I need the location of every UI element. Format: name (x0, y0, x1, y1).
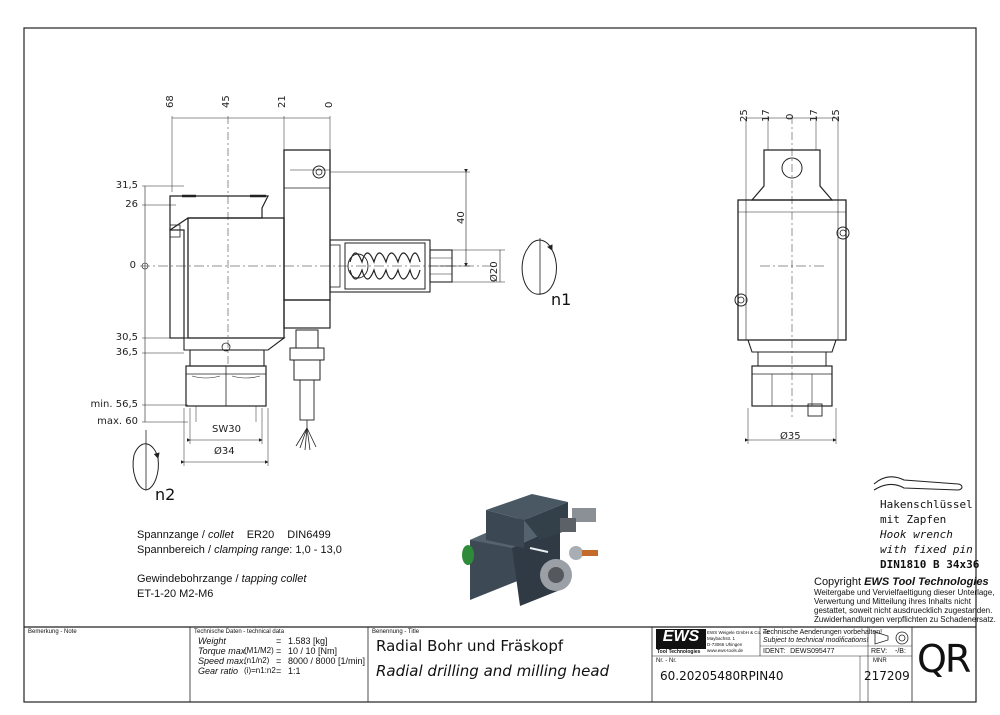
label-n1: n1 (551, 290, 572, 309)
copyright-l4: Zuwiderhandlungen verpflichten zu Schade… (814, 615, 996, 624)
dim-d20: Ø20 (489, 261, 500, 282)
tb-title-de: Radial Bohr und Fräskopf (376, 637, 564, 655)
tb-rev-label: REV: (871, 648, 888, 655)
copyright-l2: Verwertung und Mitteilung ihres Inhalts … (814, 597, 971, 606)
dim-d34: Ø34 (214, 446, 235, 457)
tb-nr-value: 60.20205480RPIN40 (660, 669, 784, 683)
ews-logo: EWS (656, 629, 706, 649)
ews-addr1: EWS Weigele GmbH & Co. KG (707, 630, 770, 635)
spec-collet-value: ER20 (246, 529, 275, 541)
side-view (734, 116, 850, 444)
dim-left-26: 26 (125, 199, 138, 210)
tb-rev-value: -/B: (895, 648, 906, 655)
hook-line3: Hook wrench (880, 528, 953, 541)
spec-tap: Gewindebohrzange / tapping collet (137, 573, 306, 585)
spec-range-en: clamping range (214, 544, 290, 556)
tb-tech-row-0-label: Weight (198, 636, 226, 646)
tb-tech-row-3-value: 1:1 (288, 666, 301, 676)
spec-collet: Spannzange / collet ER20 DIN6499 (137, 529, 331, 541)
tb-ident-value: DEWS095477 (790, 648, 835, 655)
ews-addr2: Maybachstr. 1 (707, 636, 736, 641)
tb-title-label: Benennung - Title (372, 629, 420, 635)
side-dim-17-left: 17 (761, 109, 772, 122)
tb-tech-row-2-sub: (n1/n2) (244, 656, 270, 665)
spec-range-de: Spannbereich / (137, 544, 211, 556)
tb-tech-row-0-eq: = (276, 636, 282, 646)
tb-tech-row-1-label: Torque max. (198, 646, 248, 656)
tb-tech-label: Technische Daten - technical data (194, 629, 285, 635)
hook-line5: DIN1810 B 34x36 (880, 558, 980, 571)
ews-addr3: D-73066 Uhingen (707, 642, 743, 647)
side-dim-d35: Ø35 (780, 431, 801, 442)
side-dim-25-right: 25 (831, 109, 842, 122)
spec-tap-de: Gewindebohrzange / (137, 573, 239, 585)
title-block-lines (24, 626, 976, 702)
tb-ident-label: IDENT: (763, 648, 786, 655)
copyright-prefix: Copyright (814, 576, 865, 588)
label-n2: n2 (155, 485, 176, 504)
tb-ident: IDENT: DEWS095477 (763, 648, 834, 655)
tb-tech-row-2-value: 8000 / 8000 [1/min] (288, 656, 366, 666)
dim-left-0: 0 (129, 260, 136, 271)
ews-addr4: www.ews-tools.de (707, 648, 744, 653)
tb-tech-row-2-eq: = (276, 656, 282, 666)
spec-tap-en: tapping collet (241, 573, 307, 585)
spec-range-value: : 1,0 - 13,0 (289, 544, 342, 556)
tb-rev: REV: -/B: (871, 648, 906, 655)
hook-line2: mit Zapfen (880, 513, 947, 526)
spec-collet-norm: DIN6499 (287, 529, 331, 541)
tb-tech-row-0-value: 1.583 [kg] (288, 636, 328, 646)
copyright-brand: EWS Tool Technologies (864, 576, 989, 588)
tb-tech-row-3-eq: = (276, 666, 282, 676)
dim-left-31-5: 31,5 (115, 180, 138, 191)
tb-tech-row-2-label: Speed max. (198, 656, 247, 666)
dim-left-36-5: 36,5 (115, 347, 138, 358)
tb-changes-de: Technische Aenderungen vorbehalten! (763, 629, 883, 636)
sheet-frame (23, 27, 977, 703)
dim-left-max-60: max. 60 (97, 416, 138, 427)
ews-logo-sub: Tool Technologies (657, 649, 701, 655)
dim-left-30-5: 30,5 (115, 332, 138, 343)
dim-sw30: SW30 (212, 424, 241, 435)
copyright-title: Copyright EWS Tool Technologies (814, 576, 989, 588)
dim-top-45: 45 (221, 95, 232, 108)
tb-tech-row-3-label: Gear ratio (198, 666, 239, 676)
hook-line4: with fixed pin (880, 543, 973, 556)
tb-tech-row-1-value: 10 / 10 [Nm] (288, 646, 338, 656)
product-illustration (462, 494, 598, 606)
copyright-l1: Weitergabe und Vervielfaeltigung dieser … (814, 588, 995, 597)
tb-title-en: Radial drilling and milling head (376, 662, 610, 680)
dim-top-21: 21 (277, 95, 288, 108)
front-view (132, 116, 557, 491)
dim-top-68: 68 (165, 95, 176, 108)
dim-left-min-56-5: min. 56,5 (90, 399, 138, 410)
tb-tech-row-3-sub: (i)=n1:n2 (244, 666, 276, 675)
dim-40: 40 (456, 211, 467, 224)
tb-mnr-value: 217209 (864, 669, 910, 683)
spec-range: Spannbereich / clamping range: 1,0 - 13,… (137, 544, 342, 556)
tb-remark-label: Bemerkung - Note (28, 629, 77, 635)
ews-logo-text: EWS (662, 628, 700, 645)
hook-wrench-icon (873, 476, 963, 491)
tb-mnr-label: MNR (873, 658, 887, 664)
tb-tech-row-1-sub: (M1/M2) (244, 646, 274, 655)
side-dim-0: 0 (785, 113, 796, 120)
copyright-l3: gestattet, soweit nicht ausdruecklich zu… (814, 606, 993, 615)
spec-collet-de: Spannzange / (137, 529, 205, 541)
tb-nr-label: Nr. - Nr. (656, 658, 677, 664)
tb-changes-en: Subject to technical modifications! (763, 637, 869, 644)
dim-top-0: 0 (324, 101, 335, 108)
tb-tech-row-1-eq: = (276, 646, 282, 656)
spec-tap-value: ET-1-20 M2-M6 (137, 588, 214, 600)
side-dim-17-right: 17 (809, 109, 820, 122)
spec-collet-en: collet (207, 529, 234, 541)
hook-line1: Hakenschlüssel (880, 498, 973, 511)
side-dim-25-left: 25 (739, 109, 750, 122)
tb-qr: QR (917, 637, 971, 681)
